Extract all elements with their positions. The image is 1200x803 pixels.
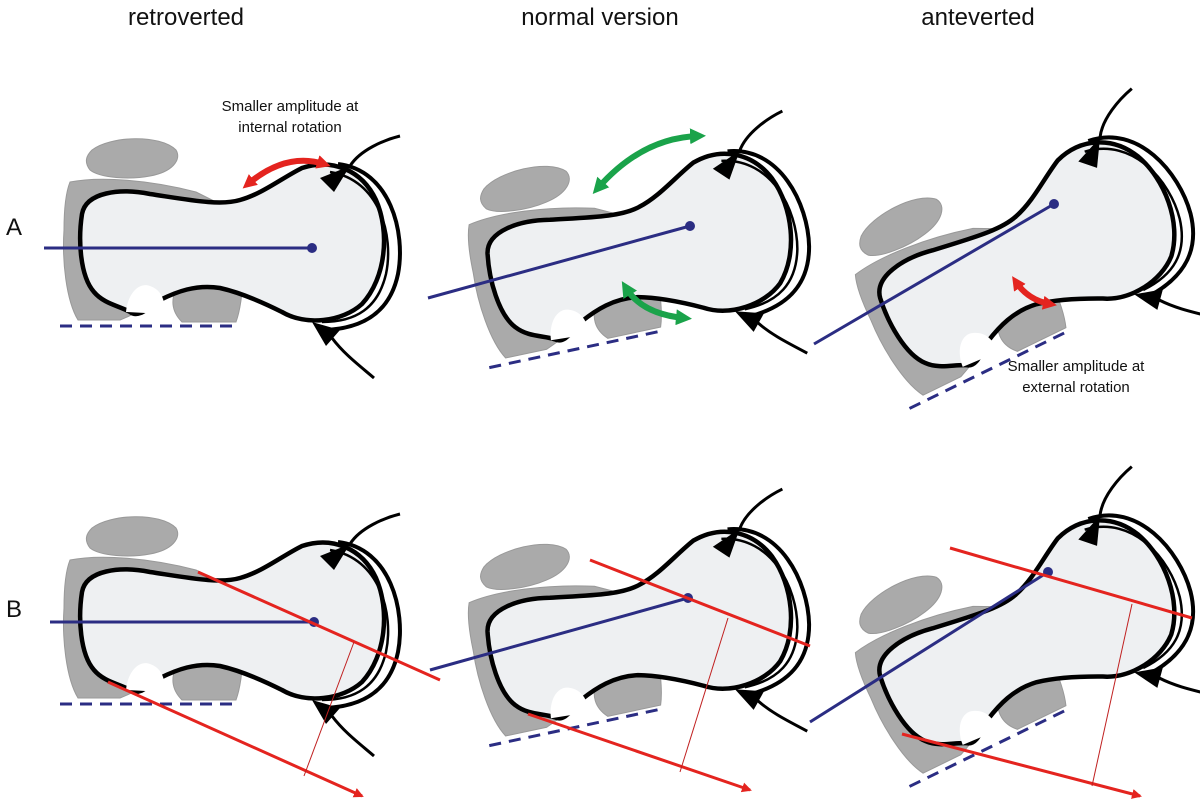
femoral-head-center [1049, 199, 1059, 209]
green-double-arrow-icon [621, 281, 692, 326]
distance-line [303, 641, 355, 777]
red-tangent-arrow [527, 712, 752, 793]
annotation-internal-line-1: Smaller amplitude at [221, 98, 359, 115]
femoral-axis-line [427, 224, 691, 300]
femoral-head-center [307, 243, 317, 253]
distance-line [1091, 603, 1133, 787]
red-double-arrow-icon [242, 155, 331, 189]
femur-retroverted-b [50, 514, 441, 798]
femoral-axis-line [429, 596, 689, 672]
column-title-retroverted: retroverted [127, 4, 245, 31]
red-tangent-line [197, 570, 441, 682]
row-label-a: A [6, 214, 23, 241]
annotation-internal-line-2: internal rotation [238, 119, 342, 136]
column-title-normal-version: normal version [521, 4, 679, 31]
distance-line [679, 617, 729, 773]
annotation-external-line-2: external rotation [1022, 379, 1130, 396]
annotation-external-line-1: Smaller amplitude at [1007, 358, 1145, 375]
femur-normal-version-a [427, 111, 833, 418]
femur-normal-version-b [429, 489, 833, 796]
green-double-arrow-icon [592, 128, 706, 195]
red-double-arrow-icon [1012, 276, 1057, 310]
red-tangent-line [589, 558, 811, 648]
red-tangent-arrow [901, 732, 1142, 799]
annotation-external-rotation: Smaller amplitude at external rotation [976, 356, 1176, 398]
femur-anteverted-a [813, 89, 1200, 456]
red-tangent-line [949, 546, 1193, 620]
femur-retroverted-a [44, 136, 400, 378]
red-tangent-arrow [107, 680, 364, 798]
femur-anteverted-b [809, 467, 1200, 803]
annotation-internal-rotation: Smaller amplitude at internal rotation [190, 96, 390, 138]
femoral-axis-line [809, 570, 1049, 724]
row-label-b: B [6, 596, 23, 623]
femoral-head-center [685, 221, 695, 231]
column-title-anteverted: anteverted [921, 4, 1035, 31]
femoral-axis-line [813, 202, 1055, 346]
